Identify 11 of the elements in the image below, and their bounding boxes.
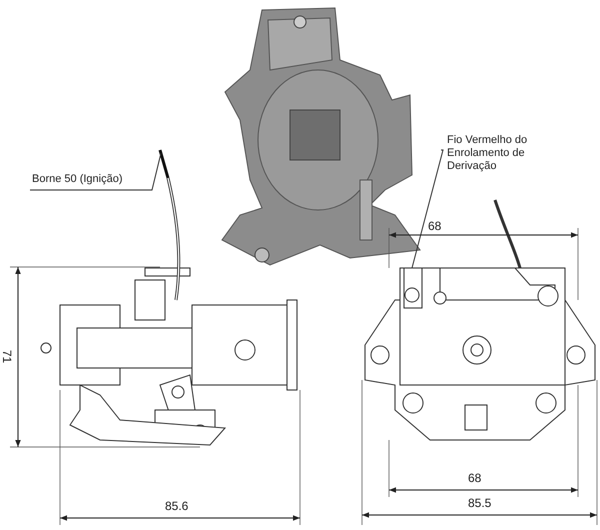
dimension-label: 68 <box>468 472 482 485</box>
leader-line <box>412 150 444 268</box>
dimension-label: 85.5 <box>468 497 492 510</box>
leader-line <box>30 152 162 190</box>
dimension-label: 68 <box>428 220 442 233</box>
callout-text: Fio Vermelho do Enrolamento de Derivação <box>447 134 553 173</box>
dimension-label: 85.6 <box>165 500 188 513</box>
dimension-label: 71 <box>0 350 14 364</box>
terminal-screw <box>404 268 422 308</box>
wire-end <box>158 150 170 178</box>
callout-text: Borne 50 (Ignição) <box>32 173 152 186</box>
